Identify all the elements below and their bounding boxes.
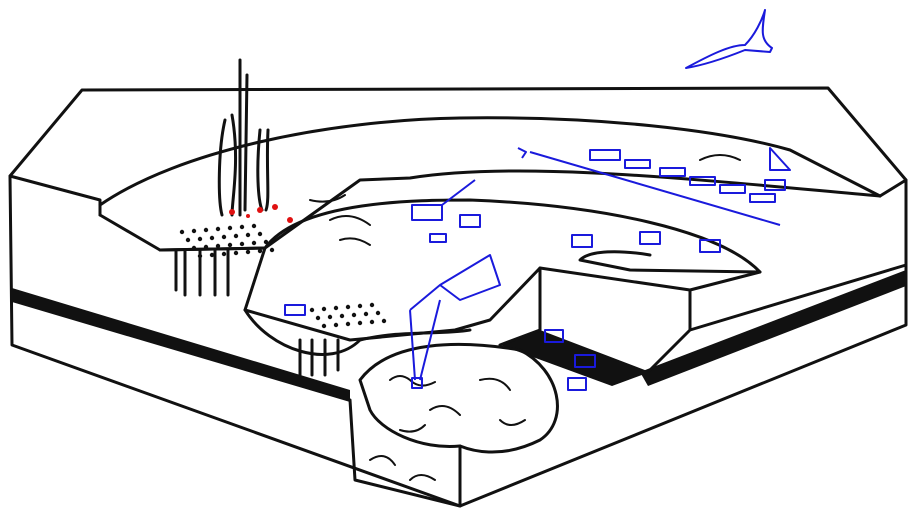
drill-hole: [375, 310, 381, 316]
blast-fire: [229, 204, 293, 223]
drill-hole: [315, 315, 321, 321]
drill-hole: [221, 251, 227, 257]
drill-hole: [209, 252, 215, 258]
drill-hole: [351, 312, 357, 318]
drill-hole: [191, 245, 197, 251]
drill-hole: [357, 320, 363, 326]
drill-hole: [239, 241, 245, 247]
coal-seam-band: [12, 270, 906, 402]
drill-hole: [321, 323, 327, 329]
drill-hole: [263, 239, 269, 245]
drill-hole: [227, 225, 233, 231]
drill-hole: [179, 229, 185, 235]
drill-hole: [239, 224, 245, 230]
drill-hole: [269, 247, 275, 253]
drill-hole: [215, 243, 221, 249]
drill-hole: [369, 319, 375, 325]
drill-hole: [215, 226, 221, 232]
drill-hole: [333, 305, 339, 311]
drill-hole: [345, 321, 351, 327]
drill-hole: [257, 248, 263, 254]
drill-hole: [363, 311, 369, 317]
drill-hole: [327, 314, 333, 320]
drill-hole: [233, 233, 239, 239]
pit-terraces: [98, 116, 908, 508]
drill-hole: [321, 306, 327, 312]
drill-hole: [203, 244, 209, 250]
drill-hole: [227, 242, 233, 248]
drill-hole: [381, 318, 387, 324]
trees: [174, 58, 340, 377]
drill-hole: [251, 223, 257, 229]
drill-hole: [257, 231, 263, 237]
drill-hole: [221, 234, 227, 240]
drill-hole: [333, 322, 339, 328]
drill-hole: [197, 236, 203, 242]
drill-hole: [191, 228, 197, 234]
drill-hole: [357, 303, 363, 309]
drill-hole: [369, 302, 375, 308]
drill-hole: [339, 313, 345, 319]
drill-hole: [245, 249, 251, 255]
drill-hole: [245, 232, 251, 238]
drill-hole: [185, 237, 191, 243]
drill-hole: [209, 235, 215, 241]
drill-hole: [309, 307, 315, 313]
drill-hole: [251, 240, 257, 246]
drill-holes: [179, 223, 387, 329]
mining-equipment: [284, 9, 791, 391]
drill-hole: [203, 227, 209, 233]
terrain-block: [8, 86, 908, 508]
drill-hole: [233, 250, 239, 256]
drill-hole: [345, 304, 351, 310]
